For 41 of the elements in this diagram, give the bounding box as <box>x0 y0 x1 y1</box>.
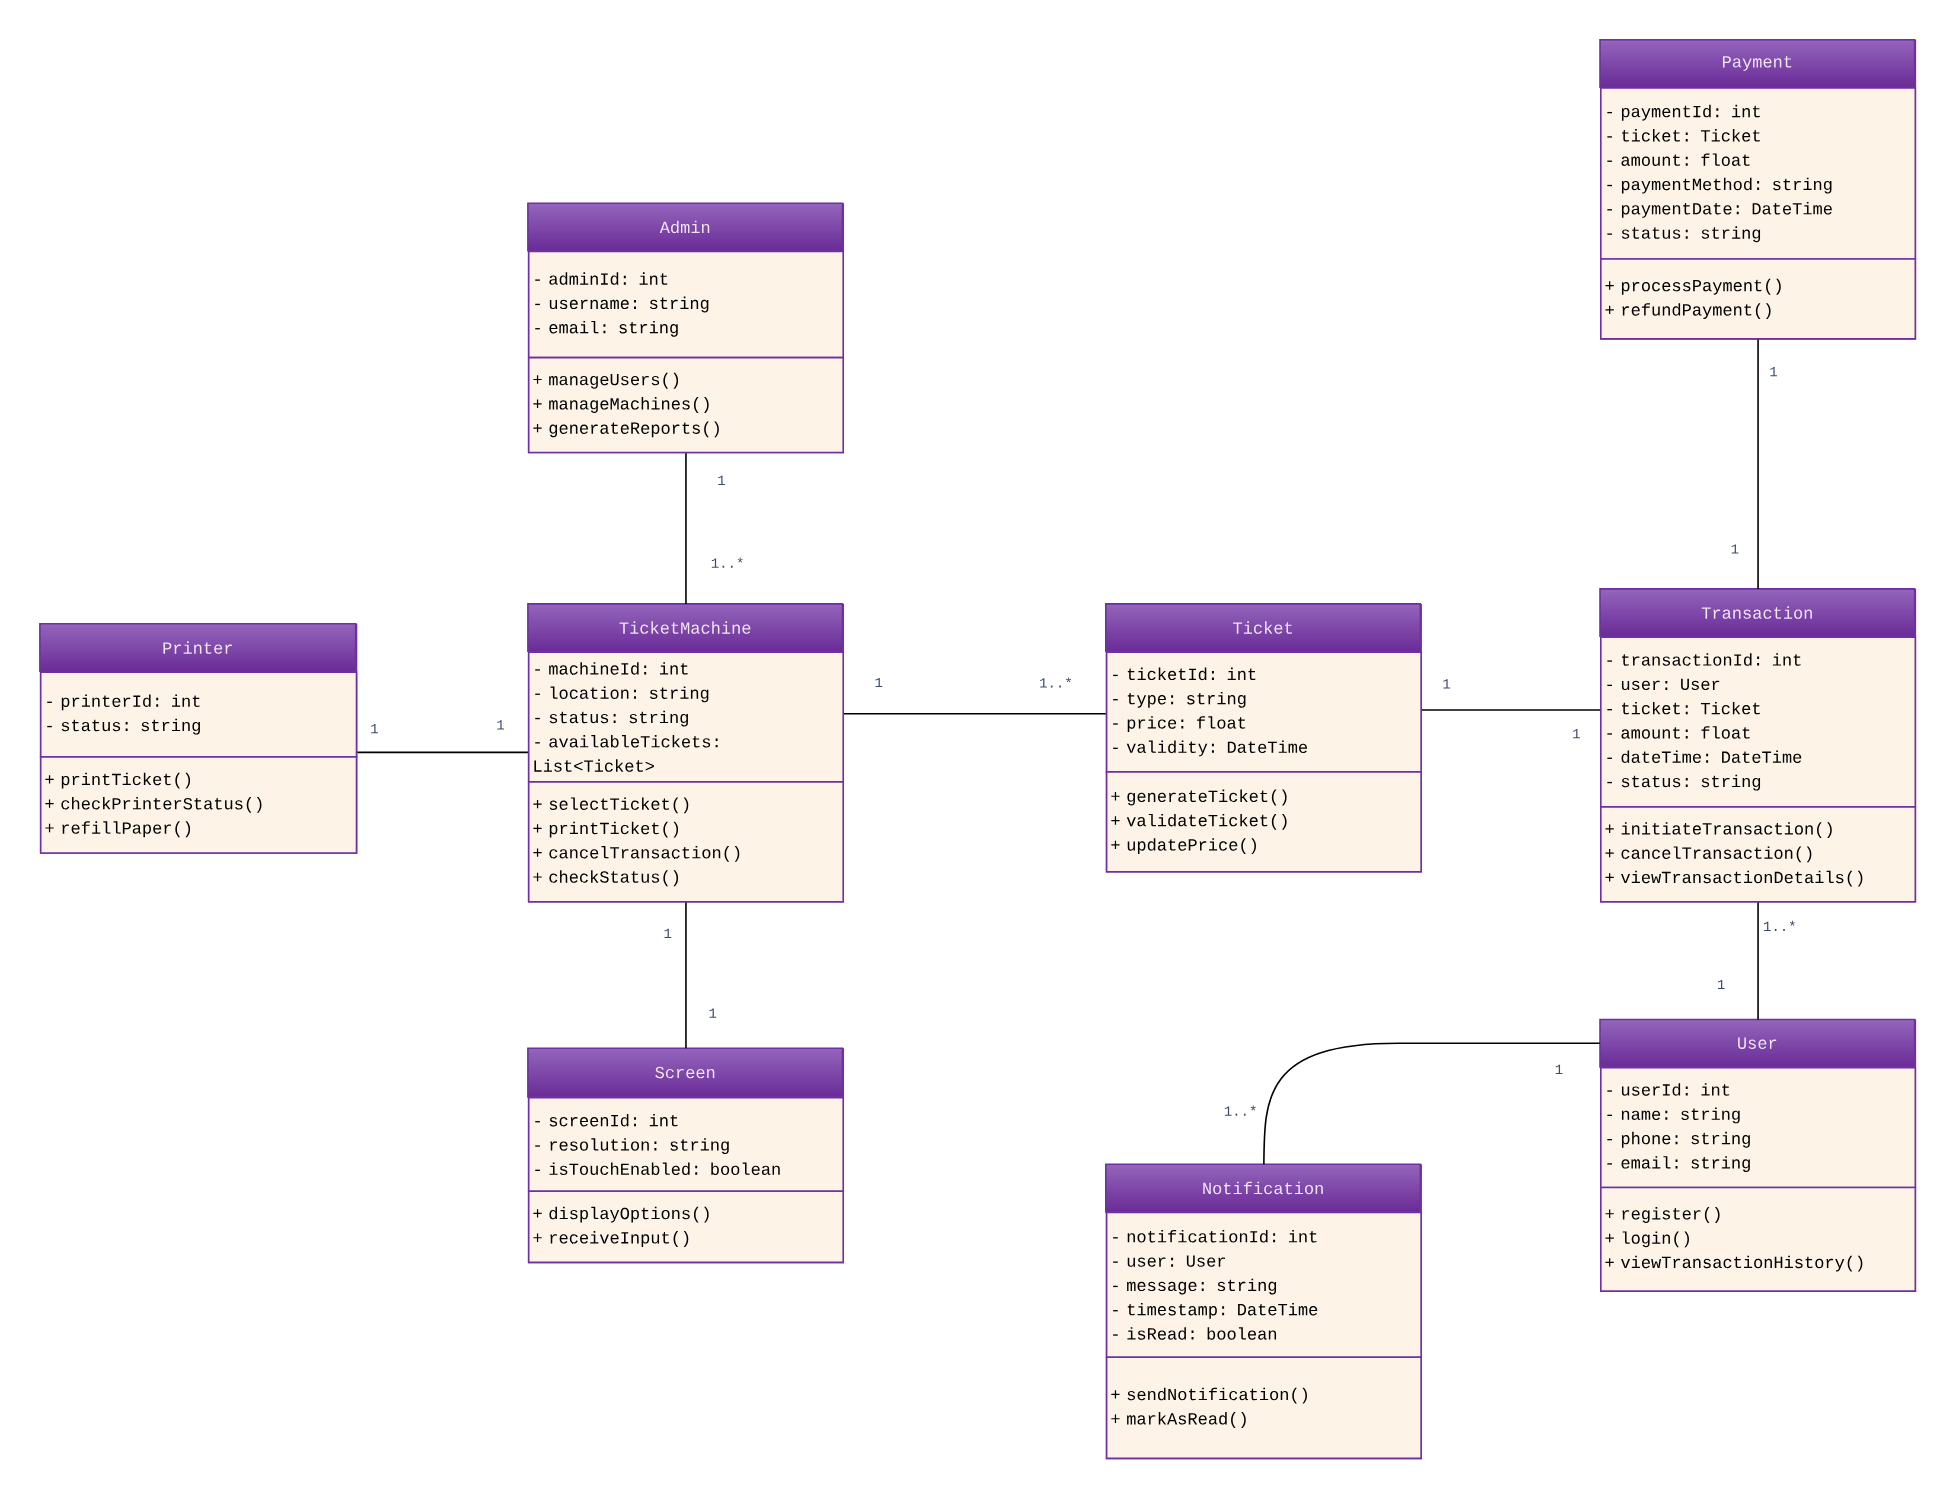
multiplicity-label: 1..* <box>711 557 743 568</box>
method-list: + manageUsers() + manageMachines() + generateReports() <box>527 356 844 454</box>
connector <box>1263 1042 1601 1166</box>
connector <box>1757 901 1759 1021</box>
connector <box>356 751 529 754</box>
attribute-list: - userId: int - name: string - phone: string - email: string <box>1600 1066 1917 1189</box>
multiplicity-label: 1 <box>664 928 672 938</box>
multiplicity-label: 1 <box>718 475 725 485</box>
attribute-list: - transactionId: int - user: User - ticket: Ticket - amount: float - dateTime: DateTime - status: string <box>1600 636 1917 808</box>
method-list: + generateTicket() + validateTicket() + updatePrice() <box>1105 771 1422 873</box>
attribute-list: - machineId: int - location: string - status: string - availableTickets: List<Ticket> <box>527 651 844 783</box>
connector <box>685 901 687 1049</box>
multiplicity-label: 1..* <box>1224 1105 1256 1116</box>
method-list: + selectTicket() + printTicket() + cancelTransaction() + checkStatus() <box>527 781 844 903</box>
connector <box>1421 709 1601 711</box>
attribute-list: - printerId: int - status: string <box>39 671 358 758</box>
connector <box>843 712 1107 715</box>
method-list: + processPayment() + refundPayment() <box>1600 258 1917 340</box>
connector <box>1757 338 1759 590</box>
multiplicity-label: 1 <box>1573 729 1580 739</box>
multiplicity-label: 1 <box>1717 979 1725 990</box>
multiplicity-label: 1..* <box>1040 677 1071 688</box>
multiplicity-label: 1 <box>1555 1064 1563 1074</box>
multiplicity-label: 1..* <box>1764 920 1795 931</box>
attribute-list: - screenId: int - resolution: string - isTouchEnabled: boolean <box>527 1096 844 1193</box>
attribute-list: - adminId: int - username: string - email: string <box>527 250 844 359</box>
method-list: + printTicket() + checkPrinterStatus() + refillPaper() <box>39 756 358 854</box>
attribute-list: - ticketId: int - type: string - price: float - validity: DateTime <box>1105 651 1422 773</box>
connector <box>685 452 687 605</box>
multiplicity-label: 1 <box>497 720 505 730</box>
multiplicity-label: 1 <box>1770 367 1778 377</box>
method-list: + displayOptions() + receiveInput() <box>527 1190 844 1264</box>
method-list: + sendNotification() + markAsRead() <box>1105 1356 1422 1460</box>
multiplicity-label: 1 <box>1731 544 1739 554</box>
method-list: + initiateTransaction() + cancelTransaction() + viewTransactionDetails() <box>1600 806 1917 903</box>
multiplicity-label: 1 <box>371 724 378 734</box>
multiplicity-label: 1 <box>709 1008 717 1018</box>
attribute-list: - notificationId: int - user: User - message: string - timestamp: DateTime - isRead: boolean <box>1105 1211 1422 1359</box>
multiplicity-label: 1 <box>1443 679 1451 689</box>
multiplicity-label: 1 <box>875 677 883 688</box>
method-list: + register() + login() + viewTransactionHistory() <box>1600 1186 1917 1292</box>
